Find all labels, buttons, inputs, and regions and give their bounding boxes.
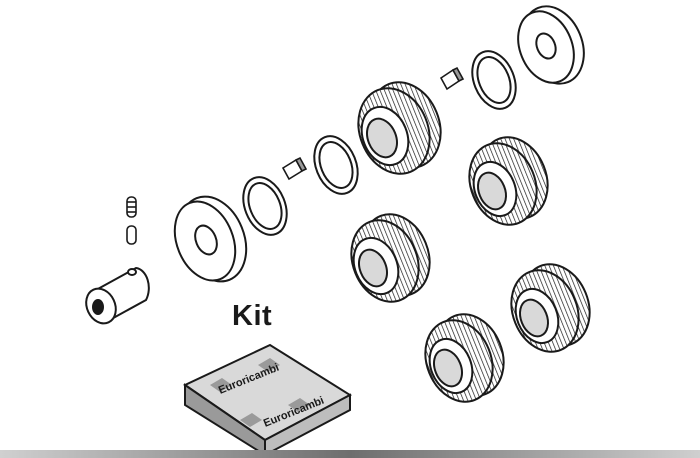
- sleeve-icon: [85, 266, 150, 325]
- gear-icon: [424, 313, 505, 403]
- gear-icon: [350, 213, 431, 303]
- gear-icon: [468, 136, 549, 226]
- ring-icon: [313, 135, 359, 195]
- kit-label: Kit: [232, 300, 273, 332]
- ring-icon: [242, 176, 288, 236]
- key-icon: [439, 66, 465, 91]
- washer-icon: [173, 195, 248, 283]
- spring-pin-icon: [126, 196, 137, 245]
- gear-icon: [510, 263, 591, 353]
- key-icon: [281, 156, 308, 181]
- ring-icon: [471, 50, 517, 110]
- kit-box-icon: Euroricambi Euroricambi: [182, 343, 353, 457]
- gear-icon: [357, 81, 442, 175]
- washer-icon: [517, 5, 585, 85]
- bottom-divider: [0, 450, 700, 458]
